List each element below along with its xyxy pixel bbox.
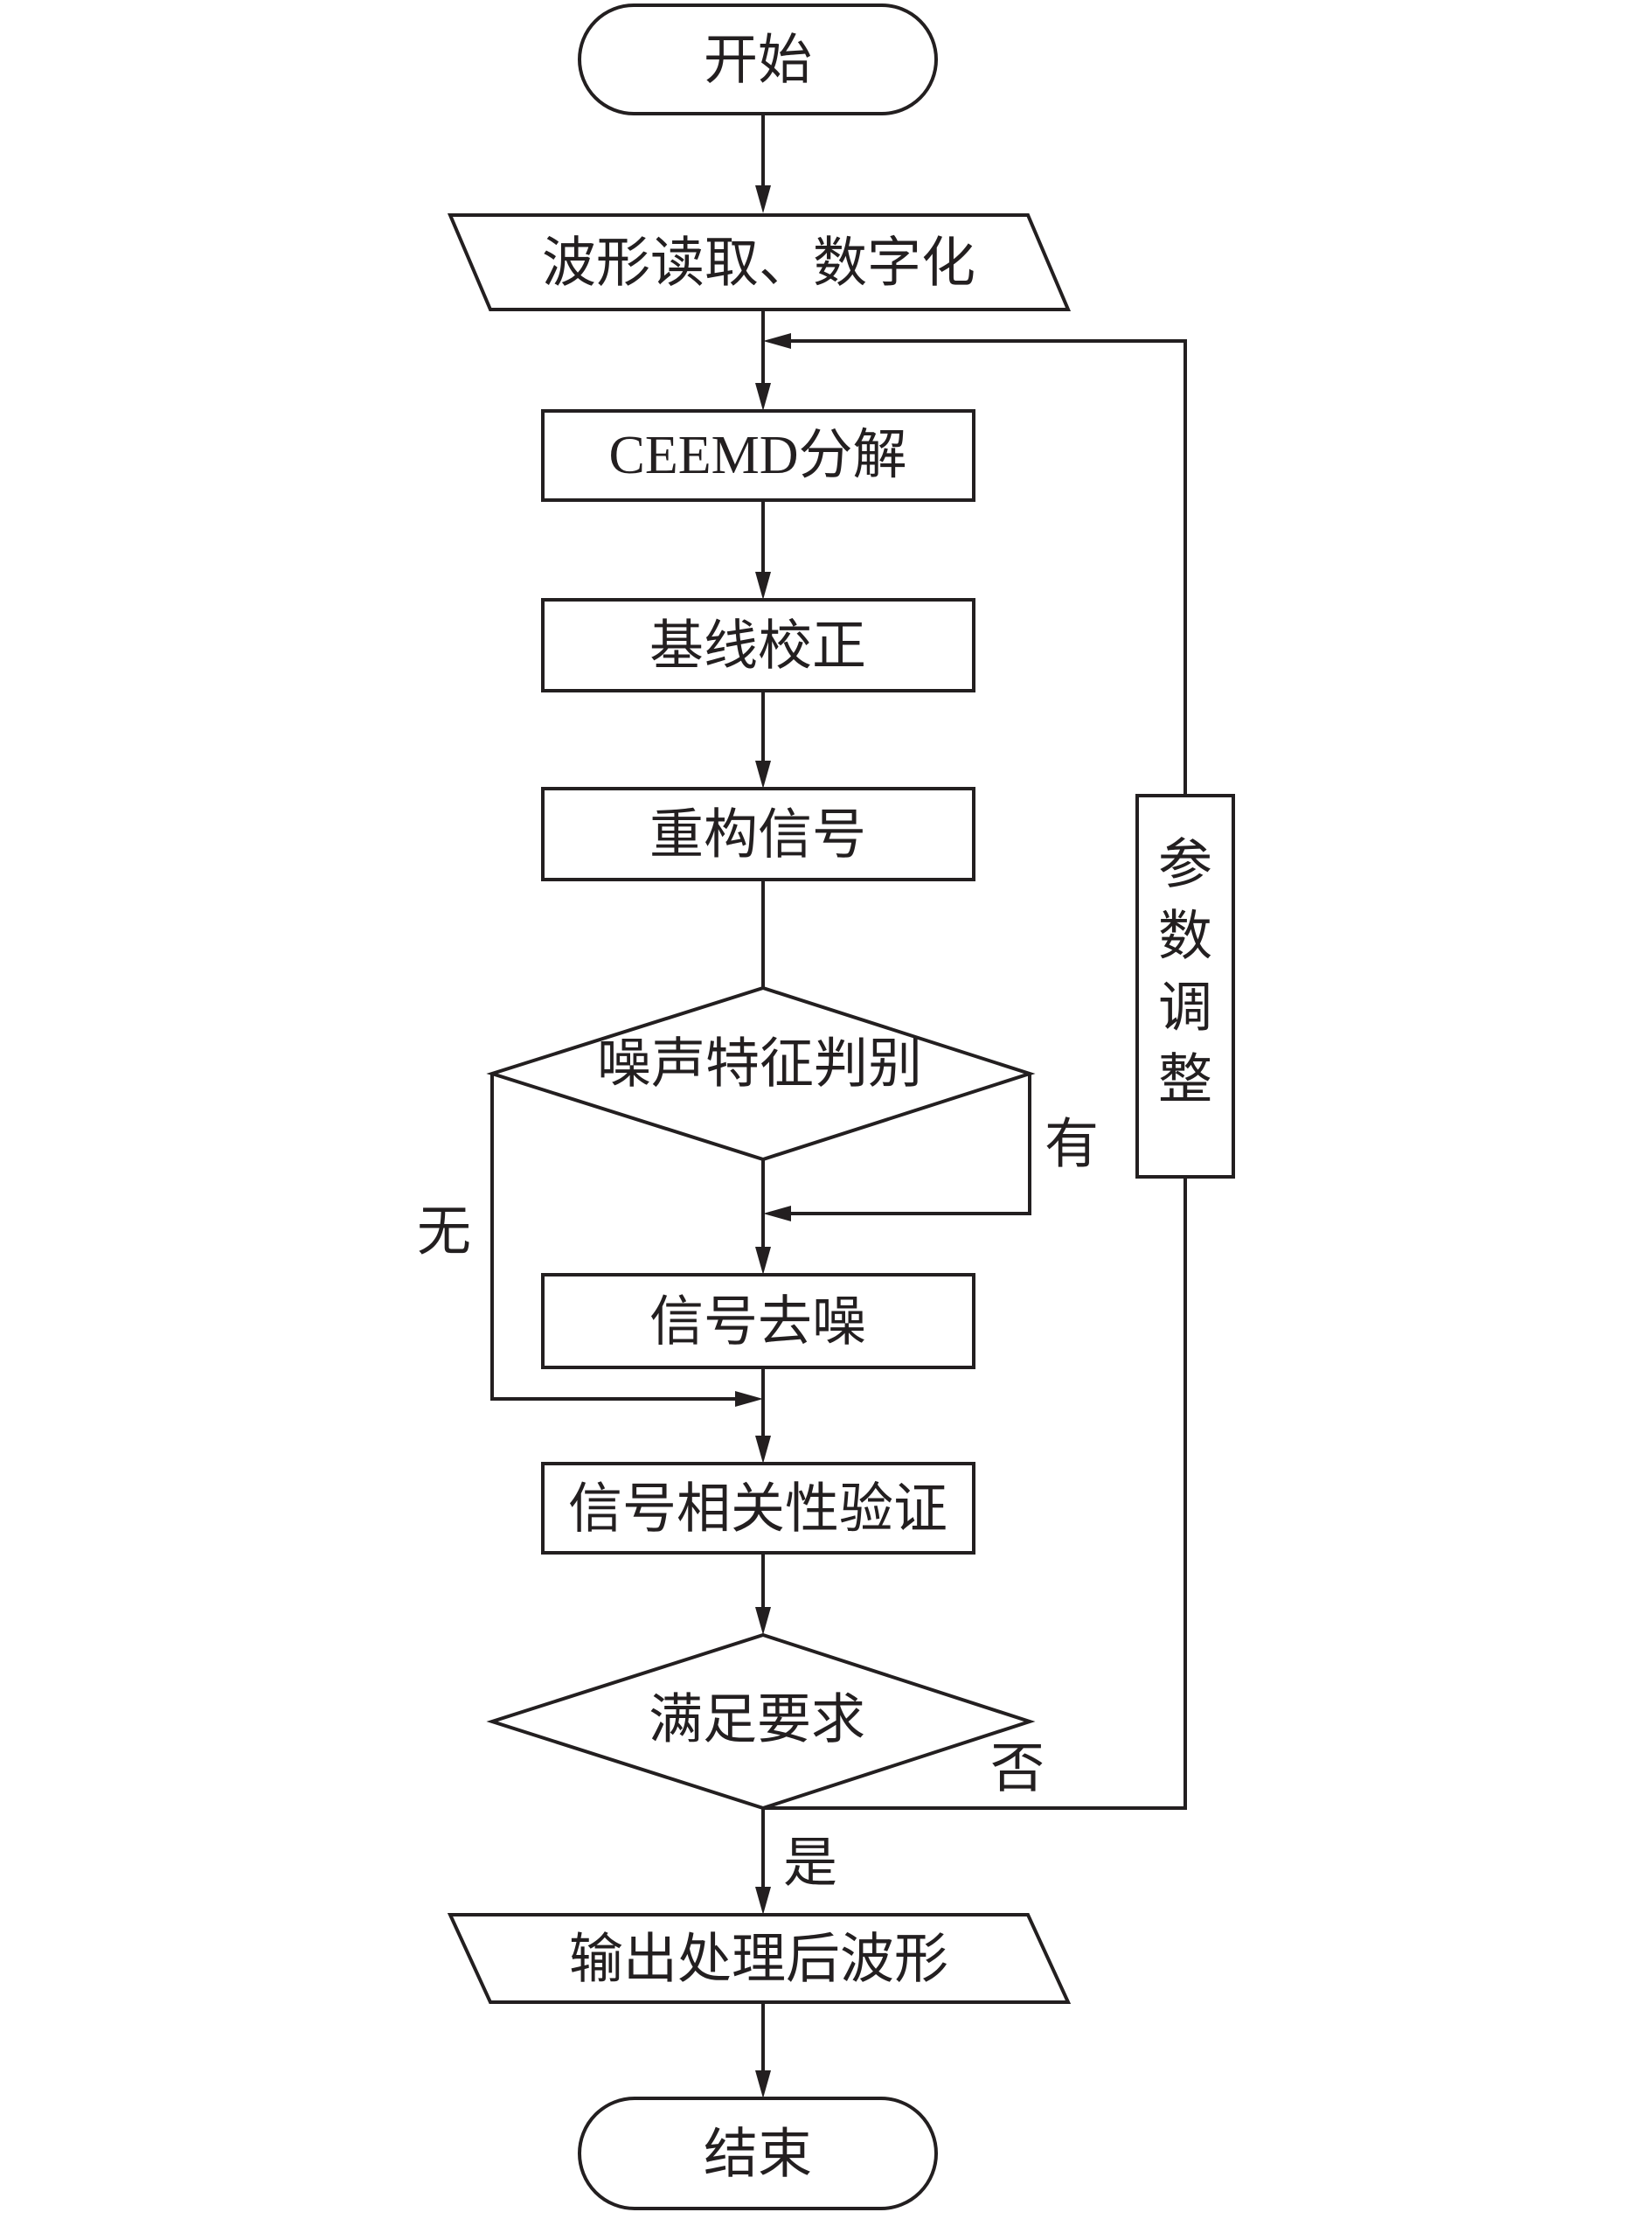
edge-noise-yes (791, 1074, 1031, 1215)
baseline-label: 基线校正 (649, 614, 866, 678)
param-adjust-char-2: 数 (1158, 904, 1212, 968)
label-req-no: 否 (990, 1736, 1045, 1800)
arrowhead (755, 761, 771, 789)
arrowhead (755, 572, 771, 600)
ceemd-node: CEEMD分解 (541, 409, 975, 502)
label-req-yes: 是 (783, 1831, 837, 1895)
arrowhead (755, 383, 771, 411)
label-noise-yes: 有 (1045, 1112, 1099, 1176)
ceemd-label: CEEMD分解 (608, 426, 906, 485)
correlation-node: 信号相关性验证 (541, 1462, 975, 1555)
arrowhead (755, 1436, 771, 1464)
arrowhead (755, 1887, 771, 1915)
param-adjust-char-1: 参 (1158, 832, 1212, 896)
start-label: 开始 (704, 28, 812, 92)
denoise-label: 信号去噪 (649, 1290, 866, 1353)
output-node: 输出处理后波形 (447, 1913, 1072, 2004)
param-adjust-node: 参 数 调 整 (1135, 794, 1235, 1179)
edges (490, 114, 1187, 2098)
reconstruct-node: 重构信号 (541, 787, 975, 881)
denoise-node: 信号去噪 (541, 1273, 975, 1369)
noise-check-node: 噪声特征判别 (486, 985, 1036, 1162)
arrowhead (763, 1206, 791, 1221)
edge-req-no-lower (763, 1177, 1187, 1810)
correlation-label: 信号相关性验证 (568, 1477, 947, 1541)
edge-labels: 有 无 否 是 (417, 1112, 1099, 1895)
requirement-label: 满足要求 (649, 1687, 865, 1751)
param-adjust-char-4: 整 (1158, 1047, 1212, 1111)
baseline-node: 基线校正 (541, 598, 975, 692)
requirement-node: 满足要求 (486, 1632, 1036, 1811)
start-node: 开始 (578, 3, 938, 115)
label-noise-no: 无 (417, 1200, 471, 1263)
arrowhead (755, 2070, 771, 2098)
arrowhead (755, 1607, 771, 1635)
arrowhead (735, 1391, 763, 1407)
end-node: 结束 (578, 2097, 938, 2210)
param-adjust-char-3: 调 (1158, 976, 1212, 1040)
arrowhead (755, 185, 771, 213)
arrowhead (755, 1247, 771, 1275)
arrowhead (763, 333, 791, 349)
output-label: 输出处理后波形 (569, 1927, 948, 1991)
end-label: 结束 (704, 2122, 812, 2186)
edge-req-no-upper (791, 339, 1187, 796)
noise-check-label: 噪声特征判别 (597, 1032, 922, 1096)
read-label: 波形读取、数字化 (542, 231, 975, 295)
reconstruct-label: 重构信号 (649, 803, 866, 866)
edge-noise-no (490, 1074, 735, 1401)
read-node: 波形读取、数字化 (447, 213, 1072, 311)
